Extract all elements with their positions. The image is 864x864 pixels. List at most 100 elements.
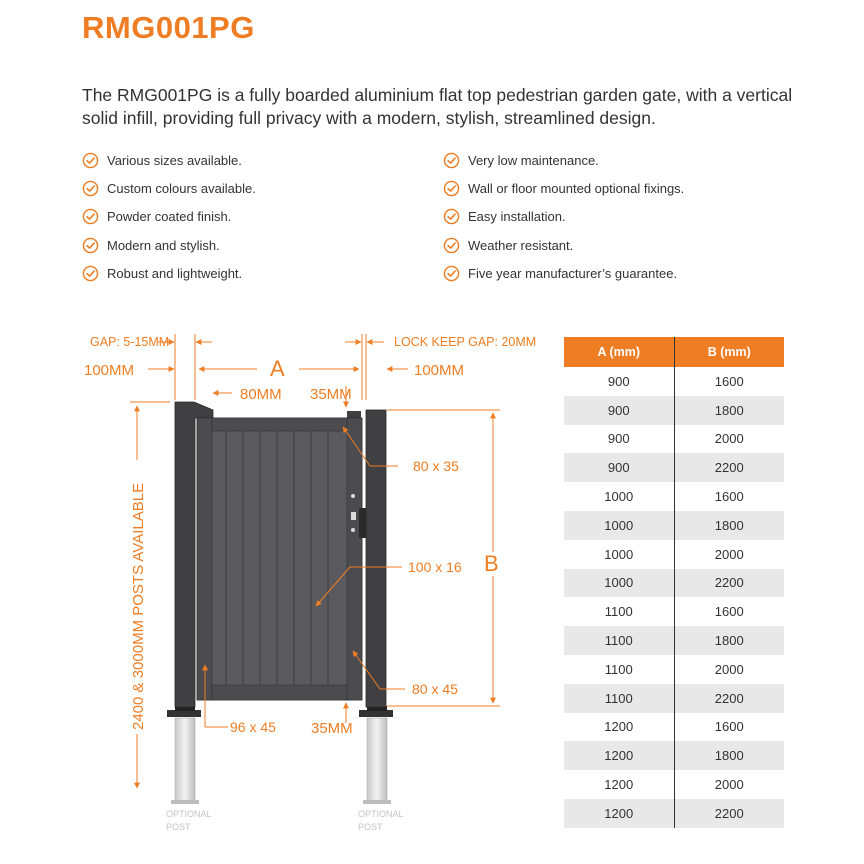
feature-item: Various sizes available.	[82, 146, 256, 174]
feature-text: Robust and lightweight.	[107, 266, 243, 282]
cell-a: 1200	[564, 712, 675, 742]
gate-leaf	[196, 417, 363, 701]
cell-b: 1600	[714, 719, 744, 735]
post-left-width: 100MM	[84, 362, 134, 379]
hinge-stile	[196, 417, 213, 701]
cell-b: 2200	[674, 798, 784, 828]
latch-stile	[346, 417, 363, 701]
frame-35-label: 35MM	[310, 386, 352, 403]
feature-text: Easy installation.	[468, 209, 566, 225]
product-title: RMG001PG	[82, 10, 255, 45]
feature-text: Powder coated finish.	[107, 209, 232, 225]
optional-post-right-label: OPTIONAL	[358, 809, 404, 819]
infill-boards	[225, 431, 329, 685]
feature-item: Modern and stylish.	[82, 231, 256, 259]
cell-a: 900	[564, 367, 675, 396]
check-circle-icon	[443, 180, 460, 197]
bottom-rail	[211, 684, 348, 701]
table-row: 1200 1600	[564, 712, 784, 742]
cell-a: 1100	[564, 626, 675, 655]
cell-b: 1600	[714, 604, 744, 620]
cell-a: 1000	[564, 539, 675, 569]
bottom-rail-label: 80 x 45	[412, 681, 458, 697]
svg-text:POST: POST	[358, 822, 383, 832]
cell-a: 1100	[564, 654, 675, 684]
cell-b: 1600	[714, 373, 744, 389]
cell-a: 1100	[564, 683, 675, 713]
cell-b: 1800	[674, 741, 784, 771]
top-rail-label: 80 x 35	[413, 458, 459, 474]
feature-item: Five year manufacturer’s guarantee.	[443, 260, 684, 288]
feature-text: Modern and stylish.	[107, 237, 220, 253]
optional-post-right	[366, 717, 388, 803]
feature-list-right: Very low maintenance. Wall or floor mount…	[443, 146, 684, 288]
cell-a: 1200	[564, 741, 675, 771]
feature-text: Five year manufacturer’s guarantee.	[468, 266, 678, 282]
feature-item: Easy installation.	[443, 203, 684, 231]
cell-b: 1800	[674, 395, 784, 425]
cell-b: 2000	[714, 431, 744, 447]
feature-item: Robust and lightweight.	[82, 260, 256, 288]
feature-text: Wall or floor mounted optional fixings.	[468, 181, 685, 197]
cell-a: 1200	[564, 798, 675, 828]
cell-b: 2000	[714, 661, 744, 677]
feature-item: Weather resistant.	[443, 231, 684, 259]
check-circle-icon	[82, 209, 99, 225]
frame-80-label: 80MM	[240, 386, 282, 403]
feature-text: Weather resistant.	[468, 237, 574, 253]
feature-text: Various sizes available.	[107, 152, 242, 168]
feature-item: Very low maintenance.	[443, 146, 684, 174]
feature-item: Wall or floor mounted optional fixings.	[443, 174, 684, 202]
cell-a: 900	[564, 453, 675, 483]
table-row: 1200 2000	[564, 770, 784, 799]
top-rail	[211, 417, 348, 432]
cell-b: 2200	[674, 683, 784, 713]
cell-b: 1600	[714, 489, 744, 505]
base-plate-right	[359, 710, 393, 717]
posts-available-label: 2400 & 3000MM POSTS AVAILABLE	[130, 483, 147, 730]
cell-a: 1000	[564, 482, 675, 511]
product-description: The RMG001PG is a fully boarded aluminiu…	[82, 85, 793, 128]
cell-a: 900	[564, 395, 675, 425]
cell-b: 2000	[714, 777, 744, 793]
cell-b: 2200	[674, 568, 784, 598]
column-header-b: B (mm)	[674, 337, 784, 367]
cell-b: 2200	[674, 453, 784, 483]
table-row: 900 1600	[564, 367, 784, 396]
post-right-width: 100MM	[414, 362, 464, 379]
cell-b: 1800	[674, 510, 784, 540]
bottom-35-label: 35MM	[311, 720, 353, 737]
check-circle-icon	[82, 265, 99, 282]
optional-post-left	[174, 717, 196, 803]
feature-text: Custom colours available.	[107, 181, 256, 197]
hinge-stile-label: 96 x 45	[230, 719, 276, 735]
check-circle-icon	[82, 237, 99, 254]
feature-item: Powder coated finish.	[82, 203, 256, 231]
check-circle-icon	[82, 152, 99, 168]
gap-label: GAP: 5-15MM	[90, 335, 169, 349]
latch-post	[365, 409, 387, 708]
svg-text:POST: POST	[166, 822, 191, 832]
base-plate-left	[167, 710, 201, 717]
feature-text: Very low maintenance.	[468, 152, 599, 168]
lock-keep	[359, 508, 366, 538]
check-circle-icon	[443, 209, 460, 225]
optional-post-left-label: OPTIONAL	[166, 809, 212, 819]
gate-technical-drawing: GAP: 5-15MM LOCK KEEP GAP: 20MM 100MM 10…	[84, 334, 536, 832]
cell-a: 1200	[564, 770, 675, 799]
table-row: 1100 2000	[564, 654, 784, 684]
check-circle-icon	[443, 152, 460, 168]
check-circle-icon	[443, 237, 460, 254]
height-letter-b: B	[484, 551, 499, 576]
cell-a: 1000	[564, 568, 675, 598]
check-circle-icon	[443, 265, 460, 282]
